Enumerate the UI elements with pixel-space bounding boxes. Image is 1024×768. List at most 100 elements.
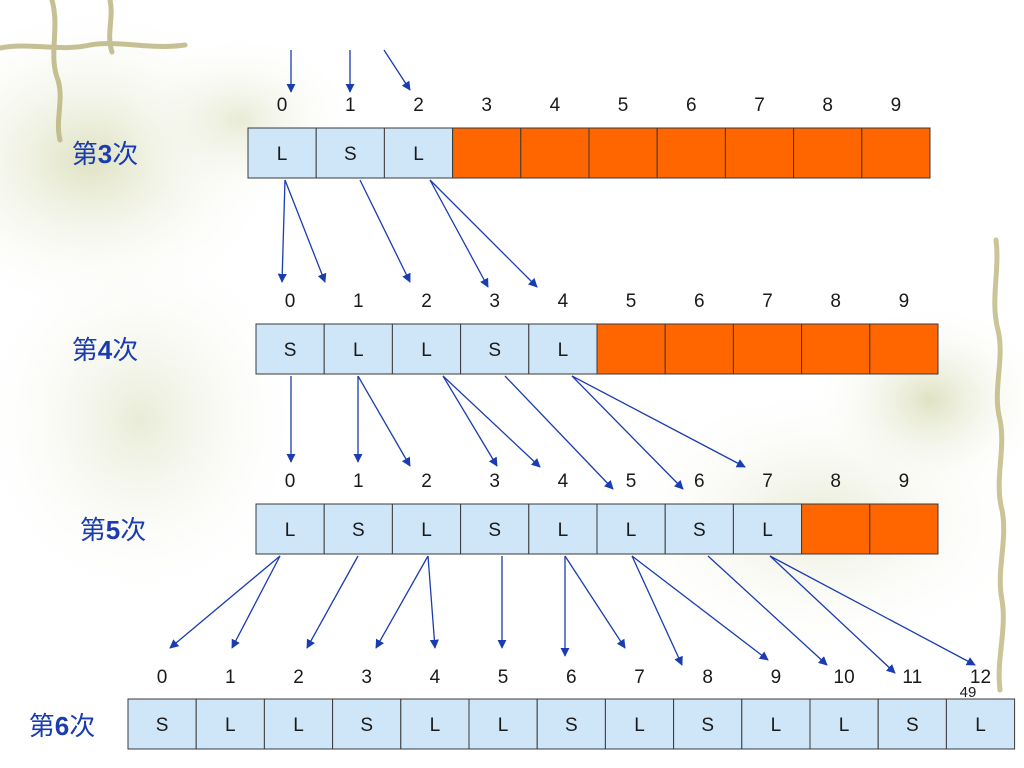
cell-value: L <box>225 715 236 736</box>
row-label-suffix: 次 <box>112 336 138 366</box>
array-cell <box>247 127 317 179</box>
array-cell <box>195 698 265 750</box>
index-label: 8 <box>702 667 713 688</box>
index-label: 9 <box>771 667 782 688</box>
array-cell <box>732 503 803 555</box>
empty-cell <box>801 323 871 375</box>
arrows-layer <box>169 49 976 674</box>
index-label: 2 <box>421 291 432 312</box>
arrow <box>564 555 626 649</box>
cell-value: L <box>634 715 645 736</box>
cell-value: L <box>839 715 850 736</box>
arrow <box>357 375 411 467</box>
cell-value: L <box>285 520 296 541</box>
row-label: 第6次 <box>29 711 96 742</box>
cell-value: L <box>277 144 288 165</box>
empty-cell <box>452 127 522 179</box>
arrow <box>231 555 281 649</box>
array-cell <box>945 698 1016 750</box>
index-label: 9 <box>899 471 910 492</box>
cell-value: S <box>352 520 365 541</box>
cell-value: L <box>293 715 304 736</box>
index-label: 2 <box>421 471 432 492</box>
arrow <box>429 179 489 288</box>
index-label: 4 <box>550 95 561 116</box>
empty-cell <box>869 503 939 555</box>
cell-value: S <box>156 715 169 736</box>
empty-cell <box>588 127 658 179</box>
arrow <box>427 555 439 649</box>
row-label-suffix: 次 <box>69 712 95 742</box>
arrow <box>375 555 429 649</box>
row-label-number: 3 <box>98 139 112 169</box>
index-label: 6 <box>694 471 705 492</box>
arrow <box>359 179 411 283</box>
cell-value: L <box>430 715 441 736</box>
array-cell <box>673 698 743 750</box>
cell-value: L <box>558 340 569 361</box>
index-label: 1 <box>353 291 364 312</box>
array-cell <box>315 127 385 179</box>
arrow <box>383 49 411 91</box>
arrow <box>504 375 614 490</box>
array-cell <box>528 503 598 555</box>
index-label: 0 <box>277 95 288 116</box>
row-label-number: 5 <box>106 515 120 545</box>
index-label: 0 <box>285 291 296 312</box>
index-label: 10 <box>834 667 855 688</box>
empty-cell <box>520 127 590 179</box>
array-cell <box>877 698 947 750</box>
row-label: 第5次 <box>80 515 147 546</box>
row-label-suffix: 次 <box>120 516 146 546</box>
cell-value: L <box>413 144 424 165</box>
array-cell <box>391 503 462 555</box>
index-label: 3 <box>481 95 492 116</box>
index-label: 11 <box>902 667 922 688</box>
arrow <box>284 179 327 283</box>
index-label: 7 <box>762 291 773 312</box>
array-cell <box>536 698 606 750</box>
index-label: 5 <box>626 471 637 492</box>
cell-value: S <box>488 520 501 541</box>
empty-cell <box>801 503 871 555</box>
cell-value: S <box>565 715 578 736</box>
index-label: 1 <box>345 95 356 116</box>
array-cell <box>323 323 393 375</box>
array-cell <box>255 503 325 555</box>
empty-cell <box>861 127 931 179</box>
index-label: 5 <box>618 95 629 116</box>
cell-value: L <box>353 340 364 361</box>
index-label: 1 <box>353 471 364 492</box>
row-label-number: 4 <box>98 335 113 365</box>
index-label: 1 <box>225 667 236 688</box>
array-cell <box>604 698 675 750</box>
arrow <box>306 555 359 649</box>
index-label: 9 <box>891 95 902 116</box>
array-cell <box>460 323 530 375</box>
row-label-number: 6 <box>55 711 69 741</box>
index-label: 8 <box>822 95 833 116</box>
cell-value: S <box>344 144 357 165</box>
array-cell <box>400 698 470 750</box>
arrow <box>571 375 684 490</box>
row-label-prefix: 第 <box>29 712 55 742</box>
index-label: 6 <box>566 667 577 688</box>
index-label: 4 <box>558 471 569 492</box>
arrow <box>631 555 683 666</box>
row-label-prefix: 第 <box>72 140 98 170</box>
row-label: 第3次 <box>72 139 139 170</box>
arrow <box>707 555 828 666</box>
array-cell <box>741 698 811 750</box>
cell-value: S <box>906 715 919 736</box>
index-label: 9 <box>899 291 910 312</box>
index-label: 3 <box>489 471 500 492</box>
arrow <box>631 555 769 661</box>
cell-value: L <box>762 520 773 541</box>
index-label: 6 <box>686 95 697 116</box>
index-label: 5 <box>498 667 509 688</box>
array-cell <box>255 323 325 375</box>
empty-cell <box>732 323 803 375</box>
